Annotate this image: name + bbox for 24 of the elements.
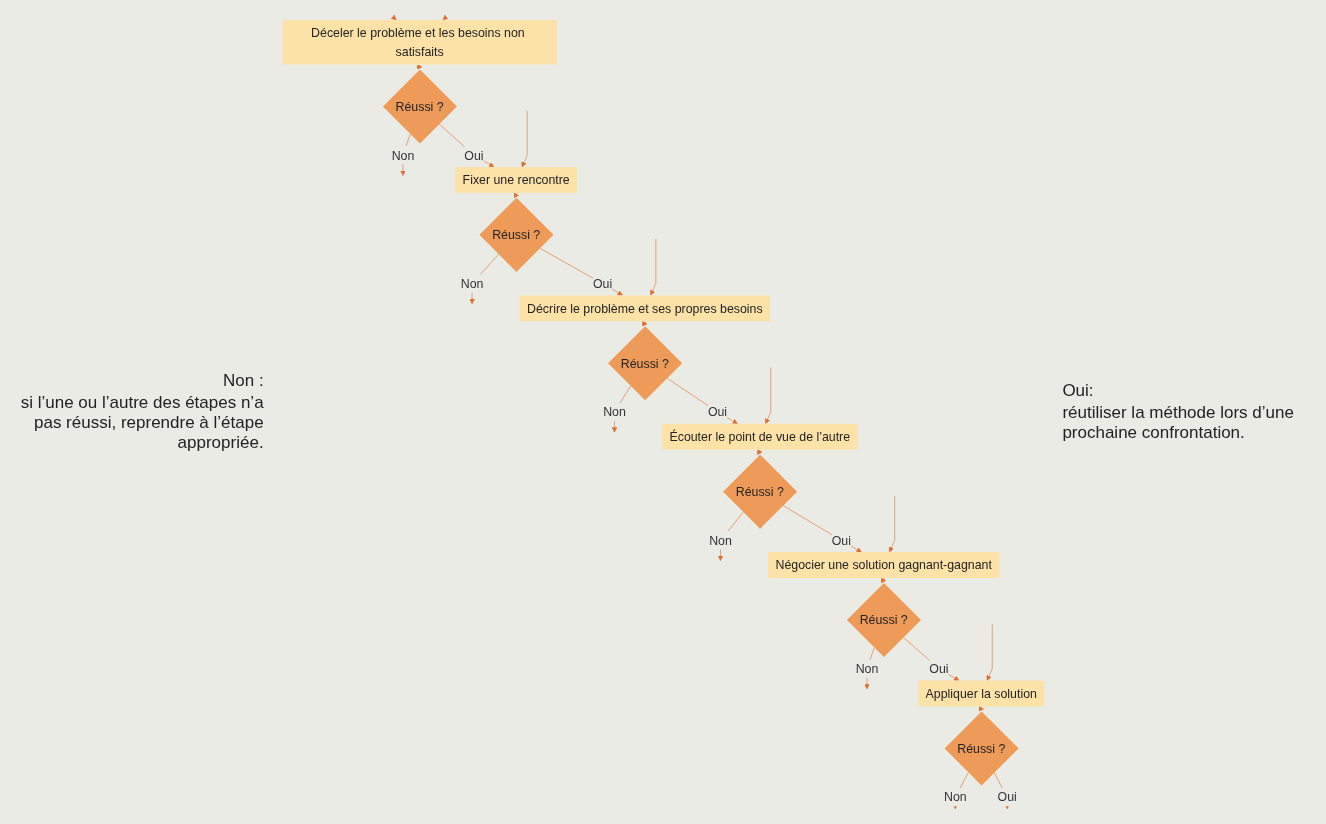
note-text: si l’une ou l’autre des étapes n’a pas réussi, reprendre à l’étape appropriée. — [19, 393, 264, 453]
decision-diamond: Réussi ? — [382, 69, 457, 144]
arrow — [880, 577, 886, 584]
decision-diamond: Réussi ? — [479, 197, 554, 272]
process-box: Fixer une rencontre — [454, 167, 577, 193]
decision-diamond: Réussi ? — [607, 326, 682, 401]
arrow — [442, 14, 449, 21]
decision-diamond: Réussi ? — [722, 454, 797, 529]
arrow — [641, 321, 648, 327]
note-heading: Oui: — [1062, 381, 1095, 401]
process-box: Écouter le point de vue de l’autre — [661, 423, 858, 450]
arrow — [416, 64, 422, 70]
process-box: Appliquer la solution — [917, 680, 1044, 707]
process-box: Décrire le problème et ses propres besoins — [519, 295, 770, 322]
decision-diamond: Réussi ? — [846, 583, 921, 657]
decision-diamond: Réussi ? — [944, 711, 1019, 786]
arrow — [390, 14, 397, 21]
note-heading: Non : — [221, 371, 264, 391]
arrow — [513, 192, 519, 199]
arrow — [978, 706, 984, 712]
arrow — [756, 449, 763, 455]
process-box: Négocier une solution gagnant-gagnant — [767, 552, 999, 579]
process-box: Déceler le problème et les besoins non satisfaits — [282, 20, 557, 65]
note-text: réutiliser la méthode lors d’une prochaine confrontation. — [1062, 403, 1295, 443]
